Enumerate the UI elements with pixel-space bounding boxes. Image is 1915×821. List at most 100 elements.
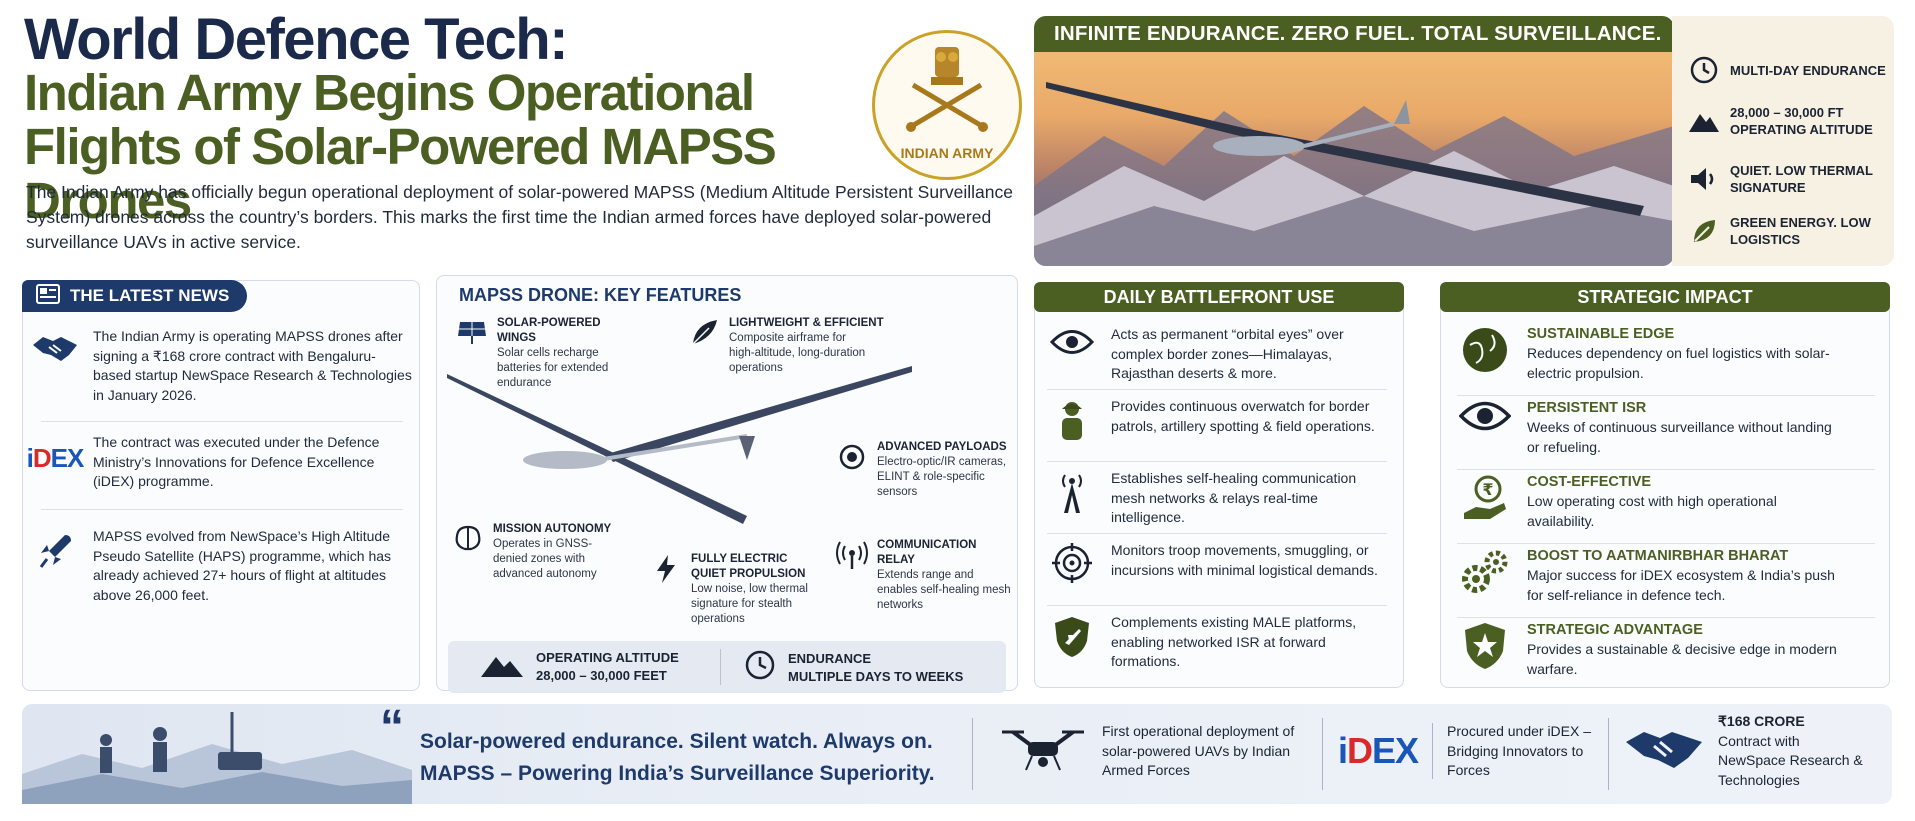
quote-mark-icon: “ (380, 701, 404, 754)
impact-item: STRATEGIC ADVANTAGE Provides a sustainab… (1457, 621, 1877, 679)
emblem-icon (905, 47, 989, 132)
quote-line-1: Solar-powered endurance. Silent watch. A… (420, 730, 933, 753)
divider (1457, 395, 1875, 396)
divider (720, 649, 721, 685)
divider (972, 718, 973, 790)
bolt-icon (649, 552, 683, 627)
highlight-altitude: 28,000 – 30,000 FT OPERATING ALTITUDE (1688, 104, 1890, 138)
daily-use-text: Complements existing MALE platforms, ena… (1111, 614, 1357, 669)
rocket-icon (29, 527, 81, 605)
quote-line-2: MAPSS – Powering India’s Surveillance Su… (420, 762, 935, 785)
highlight-text: 28,000 – 30,000 FT OPERATING ALTITUDE (1730, 105, 1873, 137)
drone-flight-illustration (1034, 82, 1674, 266)
feature-propulsion: FULLY ELECTRIC QUIET PROPULSION Low nois… (649, 552, 829, 627)
latest-news-panel: THE LATEST NEWS The Indian Army is opera… (22, 280, 420, 691)
tower-icon (1047, 469, 1097, 515)
stat-value: 28,000 – 30,000 FEET (536, 668, 667, 683)
impact-item: PERSISTENT ISR Weeks of continuous surve… (1457, 399, 1877, 457)
impact-title: COST-EFFECTIVE (1527, 474, 1652, 490)
feature-solar-wings: SOLAR-POWERED WINGS Solar cells recharge… (455, 316, 635, 391)
daily-use-text: Provides continuous overwatch for border… (1111, 398, 1375, 434)
daily-use-item: Acts as permanent “orbital eyes” over co… (1047, 325, 1387, 384)
divider (1322, 718, 1323, 790)
handshake-icon (29, 327, 81, 405)
hero-highlights: MULTI-DAY ENDURANCE 28,000 – 30,000 FT O… (1672, 16, 1894, 266)
news-text: The Indian Army is operating MAPSS drone… (93, 328, 412, 403)
footer-text: Contract with NewSpace Research & Techno… (1718, 732, 1863, 788)
footer-quote: “ Solar-powered endurance. Silent watch.… (380, 704, 935, 790)
daily-use-text: Acts as permanent “orbital eyes” over co… (1111, 326, 1344, 381)
feather-icon (687, 316, 721, 376)
feature-title: ADVANCED PAYLOADS (877, 441, 1007, 453)
target-icon (1047, 541, 1097, 583)
latest-news-heading: THE LATEST NEWS (22, 280, 248, 312)
strategic-impact-heading: STRATEGIC IMPACT (1440, 282, 1890, 312)
impact-title: BOOST TO AATMANIRBHAR BHARAT (1527, 548, 1789, 564)
feature-title: COMMUNICATION RELAY (877, 539, 977, 566)
eye-icon (1047, 325, 1097, 357)
news-text: MAPSS evolved from NewSpace’s High Altit… (93, 528, 392, 603)
key-features-title: MAPSS DRONE: KEY FEATURES (459, 285, 742, 305)
speaker-icon (1688, 163, 1720, 195)
latest-news-title: THE LATEST NEWS (70, 286, 230, 305)
impact-title: STRATEGIC ADVANTAGE (1527, 622, 1703, 638)
feature-lightweight: LIGHTWEIGHT & EFFICIENT Composite airfra… (687, 316, 927, 376)
eye-icon (1457, 399, 1513, 457)
impact-title: PERSISTENT ISR (1527, 400, 1647, 416)
clock-icon (1688, 54, 1720, 86)
feature-desc: Low noise, low thermal signature for ste… (691, 583, 808, 625)
highlight-text: GREEN ENERGY. LOW LOGISTICS (1730, 215, 1871, 247)
highlight-endurance: MULTI-DAY ENDURANCE (1688, 54, 1890, 86)
emblem-label: INDIAN ARMY (900, 145, 994, 161)
impact-desc: Low operating cost with high operational… (1527, 493, 1777, 529)
hero-banner: INFINITE ENDURANCE. ZERO FUEL. TOTAL SUR… (1034, 16, 1674, 52)
brain-icon (451, 522, 485, 582)
feature-title: FULLY ELECTRIC QUIET PROPULSION (691, 553, 806, 580)
globe-leaf-icon (1457, 325, 1513, 383)
divider (1047, 533, 1387, 534)
feature-comm-relay: COMMUNICATION RELAY Extends range and en… (835, 538, 1015, 613)
divider (1047, 389, 1387, 390)
feature-desc: Composite airframe for high-altitude, lo… (729, 332, 866, 374)
divider (1457, 617, 1875, 618)
solar-panel-icon (455, 316, 489, 391)
divider (41, 421, 403, 422)
mountain-icon (1688, 105, 1720, 137)
footer-banner: “ Solar-powered endurance. Silent watch.… (22, 704, 1892, 804)
antenna-icon (835, 538, 869, 613)
stat-label: ENDURANCE (788, 650, 872, 666)
divider (1047, 605, 1387, 606)
divider (1457, 543, 1875, 544)
feature-autonomy: MISSION AUTONOMY Operates in GNSS-denied… (451, 522, 641, 582)
mountain-icon (480, 651, 524, 684)
news-item: MAPSS evolved from NewSpace’s High Altit… (29, 527, 429, 605)
footer-contract-amount: ₹168 CRORE (1718, 713, 1805, 729)
stat-label: OPERATING ALTITUDE (536, 650, 679, 665)
highlight-text: QUIET. LOW THERMAL SIGNATURE (1730, 163, 1873, 195)
feature-desc: Extends range and enables self-healing m… (877, 569, 1011, 611)
soldier-icon (1047, 397, 1097, 443)
handshake-icon (1624, 724, 1704, 779)
camera-icon (835, 440, 869, 500)
leaf-icon (1688, 215, 1720, 247)
key-features-panel: MAPSS DRONE: KEY FEATURES SOLAR-POWERED … (436, 275, 1018, 691)
strategic-impact-panel: STRATEGIC IMPACT SUSTAINABLE EDGE Reduce… (1440, 282, 1890, 688)
divider (1047, 461, 1387, 462)
indian-army-emblem: INDIAN ARMY (872, 30, 1022, 180)
impact-desc: Major success for iDEX ecosystem & India… (1527, 567, 1835, 603)
drone-diagram (447, 366, 912, 524)
impact-desc: Provides a sustainable & decisive edge i… (1527, 641, 1837, 677)
footer-item-deployment: First operational deployment of solar-po… (998, 722, 1302, 781)
feature-desc: Solar cells recharge batteries for exten… (497, 347, 609, 389)
highlight-quiet: QUIET. LOW THERMAL SIGNATURE (1688, 162, 1890, 196)
stat-altitude: OPERATING ALTITUDE 28,000 – 30,000 FEET (480, 649, 679, 685)
impact-item: SUSTAINABLE EDGE Reduces dependency on f… (1457, 325, 1877, 383)
daily-use-panel: DAILY BATTLEFRONT USE Acts as permanent … (1034, 282, 1404, 688)
daily-use-item: Provides continuous overwatch for border… (1047, 397, 1387, 443)
daily-use-item: Monitors troop movements, smuggling, or … (1047, 541, 1387, 583)
svg-text:₹: ₹ (1482, 480, 1493, 499)
hero-image (1034, 16, 1674, 266)
intro-paragraph: The Indian Army has officially begun ope… (26, 182, 1013, 252)
idex-logo: iDEX (26, 443, 85, 473)
daily-use-heading: DAILY BATTLEFRONT USE (1034, 282, 1404, 312)
